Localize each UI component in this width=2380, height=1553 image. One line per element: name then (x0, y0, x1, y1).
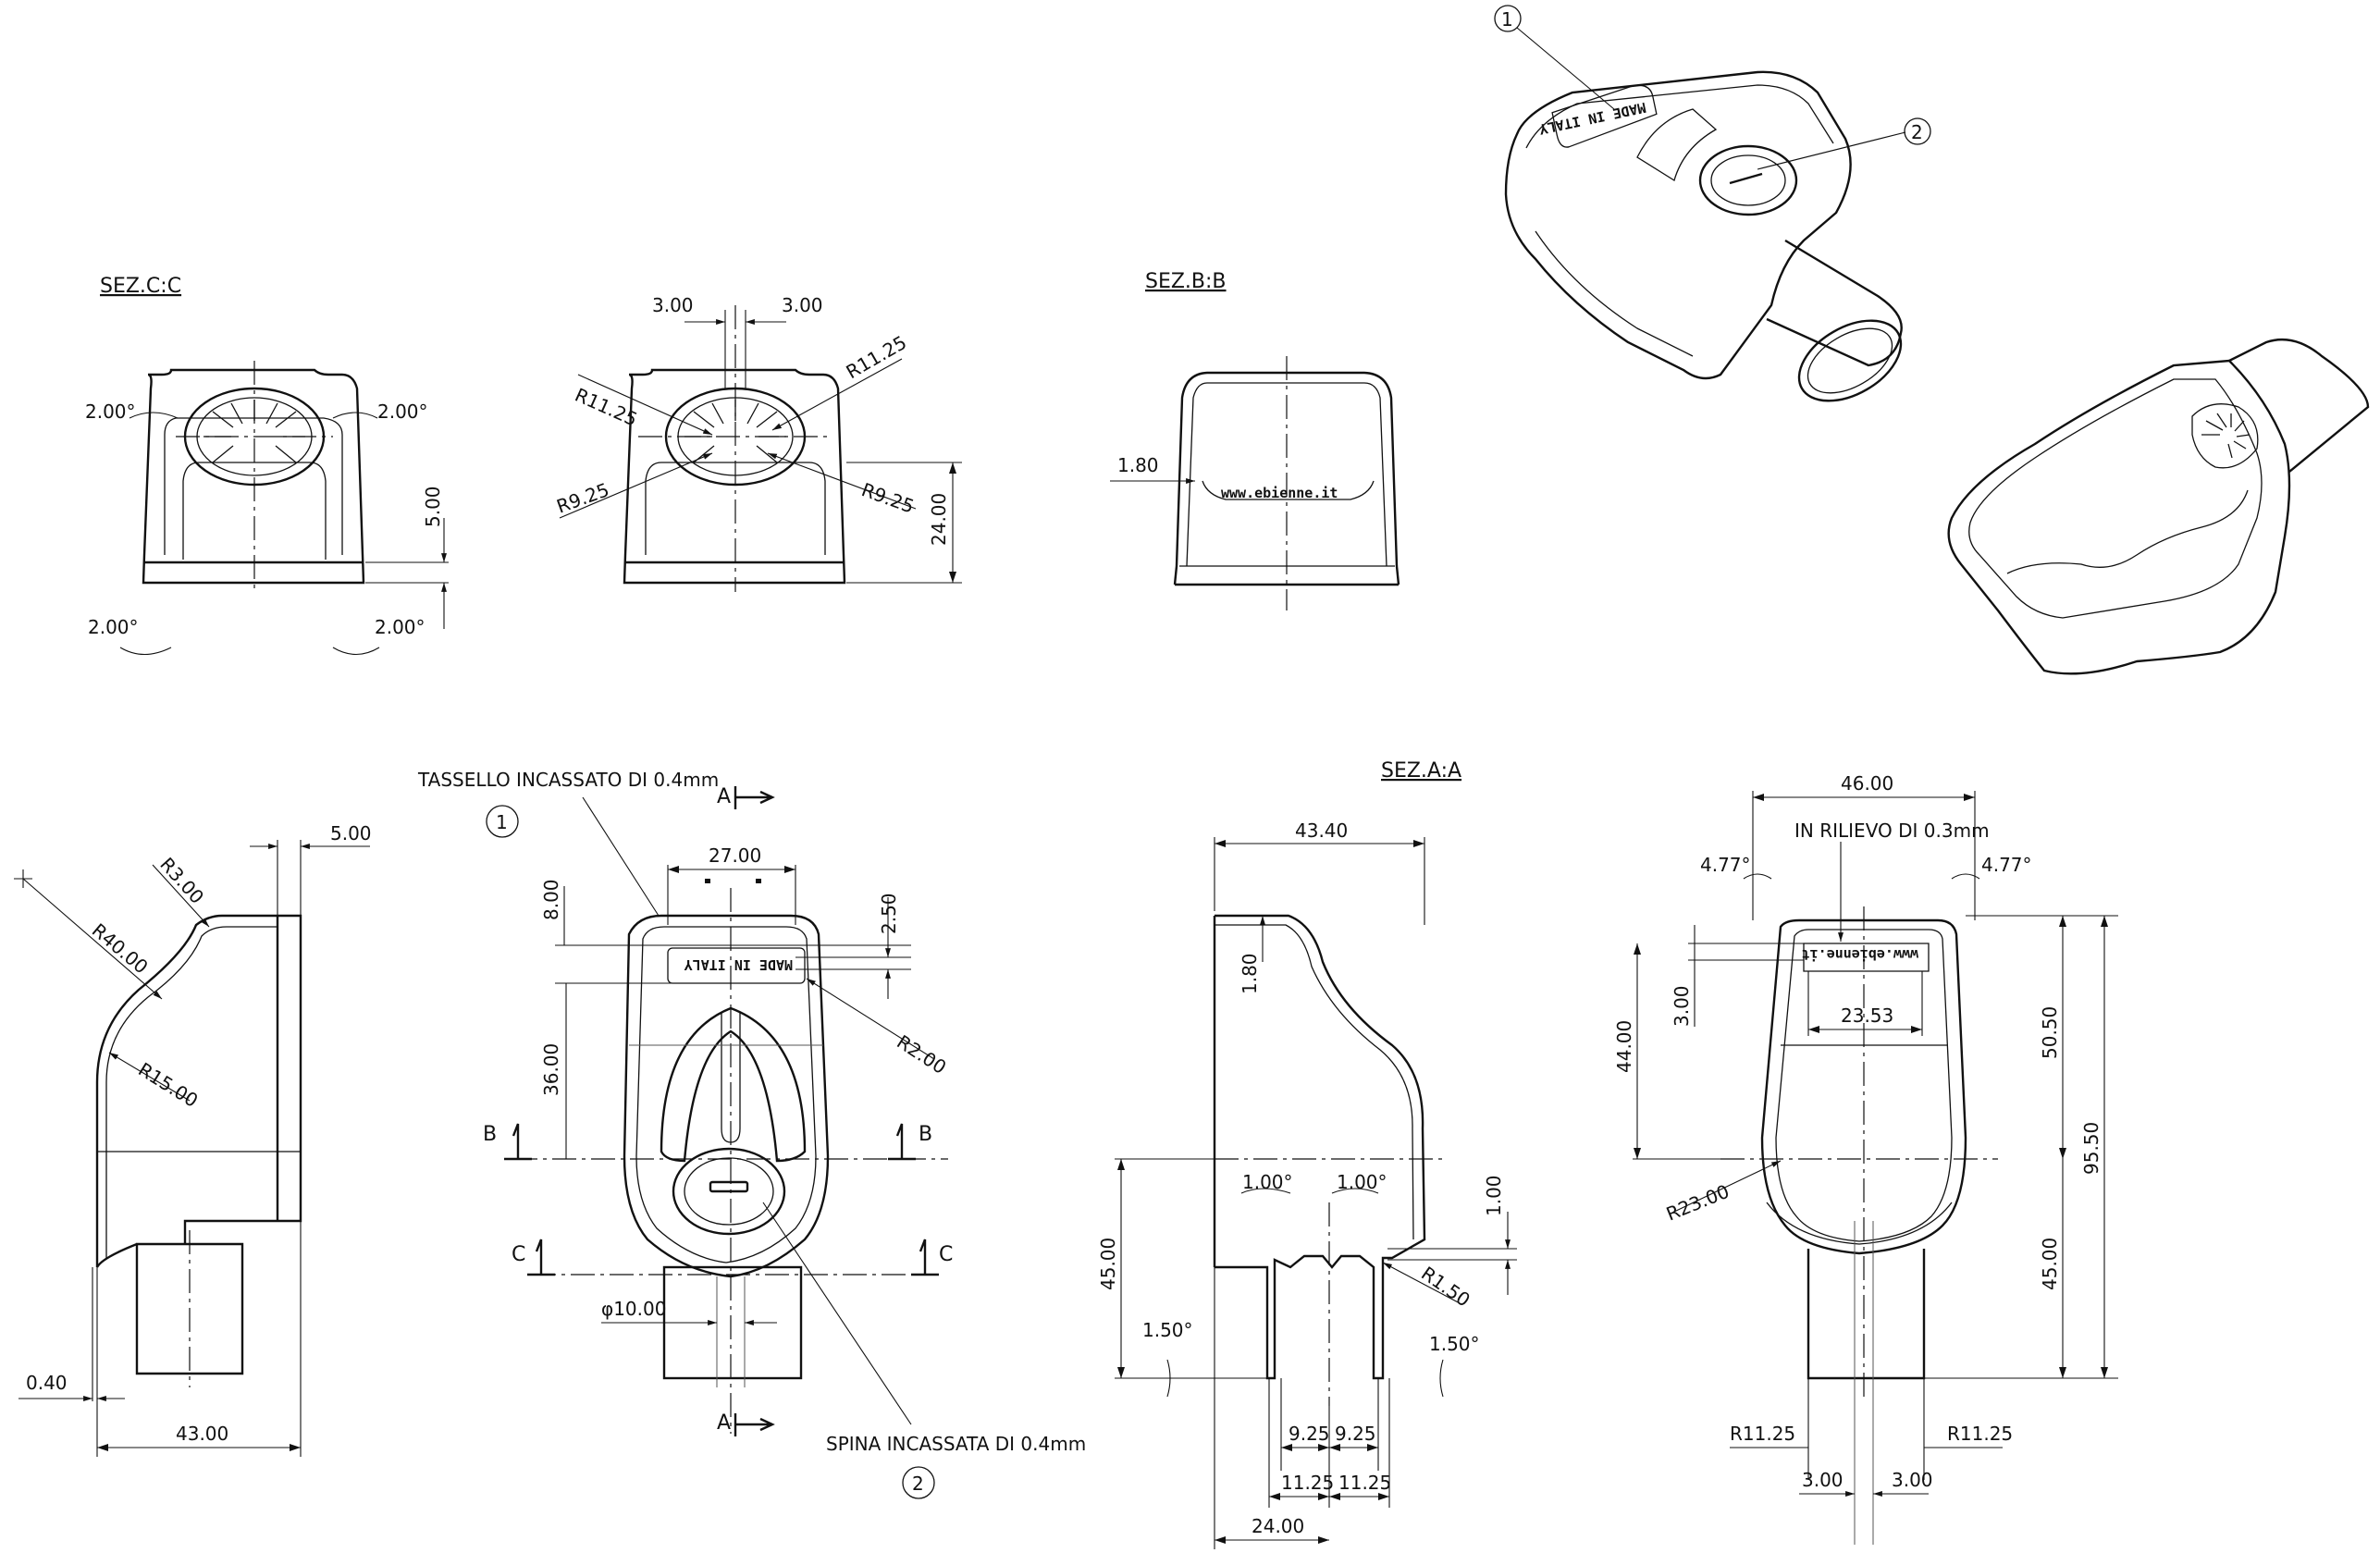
section-aa-view: SEZ.A:A 43.40 1.80 1.00° 1.00° 1.00 R1.5… (1097, 759, 1517, 1549)
dim-sv-r15: R15.00 (134, 1058, 202, 1112)
dim-sv-bottom: 0.40 (26, 1372, 68, 1394)
dim-cc-angle-tr: 2.00° (377, 401, 428, 423)
dim-fv-h2: 2.50 (878, 893, 900, 934)
side-view: 5.00 R3.00 R40.00 R15.00 0.40 43.00 (14, 822, 372, 1457)
dim-aa-radius: R1.50 (1417, 1262, 1474, 1311)
dim-bv-h1: 3.00 (1671, 985, 1693, 1027)
dim-aa-d4: 11.25 (1338, 1472, 1391, 1494)
dim-aa-c: 1.00 (1483, 1175, 1505, 1216)
embossed-website-back: www.ebienne.it (1802, 946, 1918, 963)
dim-v2-width-left: 3.00 (652, 294, 694, 316)
dim-aa-d3: 11.25 (1281, 1472, 1334, 1494)
balloon-2-iso (1904, 117, 1931, 145)
balloon-1-front-label: 1 (496, 811, 508, 833)
section-marker-a-bottom: A (717, 1411, 731, 1435)
dim-bv-angle-2: 4.77° (1981, 854, 2032, 876)
embossed-made-in-italy-iso: MADE IN ITALY (1537, 99, 1647, 138)
dim-bv-r2: R11.25 (1947, 1423, 2013, 1445)
section-marker-c-left: C (512, 1243, 525, 1266)
dim-v2-r4: R9.25 (858, 478, 917, 518)
dim-bv-h3: 50.50 (2039, 1006, 2061, 1059)
isometric-view-cup (1947, 339, 2370, 675)
balloon-1-iso (1494, 5, 1522, 32)
dim-sv-top: 5.00 (330, 822, 372, 844)
dim-bv-angle-1: 4.77° (1700, 854, 1751, 876)
dim-sv-width: 43.00 (176, 1423, 228, 1445)
front-view: TASSELLO INCASSATO DI 0.4mm 1 MADE IN IT… (417, 769, 1086, 1499)
section-bb-view: SEZ.B:B www.ebienne.it 1.80 (1110, 270, 1400, 610)
dim-fv-r2: R2.00 (893, 1030, 950, 1078)
dim-bv-width: 46.00 (1841, 772, 1893, 795)
dim-fv-h1: 8.00 (540, 879, 562, 920)
section-cc-title: SEZ.C:C (100, 275, 181, 298)
section-marker-b-left: B (483, 1123, 497, 1146)
dim-v2-r2: R11.25 (843, 331, 911, 383)
back-view: IN RILIEVO DI 0.3mm www.ebienne.it 46.00… (1613, 772, 2118, 1545)
dim-aa-angle-2: 1.00° (1337, 1171, 1387, 1193)
dim-bv-width-2: 23.53 (1841, 1005, 1893, 1027)
dim-v2-r3: R9.25 (554, 478, 612, 518)
section-aa-title: SEZ.A:A (1381, 759, 1461, 783)
dim-cc-angle-tl: 2.00° (85, 401, 136, 423)
section-marker-b-right: B (919, 1123, 932, 1146)
note-tassello: TASSELLO INCASSATO DI 0.4mm (417, 769, 719, 791)
dim-aa-d1: 9.25 (1289, 1423, 1330, 1445)
dim-aa-height: 45.00 (1097, 1238, 1119, 1290)
dim-bv-h5: 45.00 (2039, 1238, 2061, 1290)
dim-bv-d1: 3.00 (1802, 1469, 1844, 1491)
dim-v2-r1: R11.25 (572, 384, 641, 431)
end-view-radii: 3.00 3.00 R11.25 R11.25 R9.25 R9.25 24.0… (554, 294, 962, 592)
dim-aa-thickness: 1.80 (1239, 953, 1261, 994)
dim-bb-thickness: 1.80 (1117, 454, 1159, 476)
dim-aa-d2: 9.25 (1335, 1423, 1376, 1445)
dim-bv-h2: 44.00 (1613, 1020, 1635, 1073)
dim-cc-angle-bl: 2.00° (88, 616, 139, 638)
dim-aa-angle-1: 1.00° (1242, 1171, 1293, 1193)
balloon-2-iso-label: 2 (1911, 121, 1923, 143)
dim-v2-height: 24.00 (928, 493, 950, 546)
section-bb-title: SEZ.B:B (1145, 270, 1227, 293)
section-marker-c-right: C (939, 1243, 953, 1266)
balloon-1-iso-label: 1 (1501, 8, 1513, 31)
embossed-made-in-italy-front: MADE IN ITALY (684, 956, 793, 973)
dim-sv-r40: R40.00 (88, 918, 153, 978)
section-marker-a-top: A (717, 785, 731, 808)
dim-sv-r3: R3.00 (155, 853, 208, 907)
dim-aa-width: 43.40 (1295, 820, 1348, 842)
dim-bv-r1: R11.25 (1730, 1423, 1795, 1445)
dim-aa-angle-4: 1.50° (1429, 1333, 1480, 1355)
balloon-2-front-label: 2 (912, 1473, 924, 1495)
dim-bv-r23: R23.00 (1663, 1180, 1733, 1226)
dim-cc-height: 5.00 (422, 486, 444, 527)
dim-fv-width: 27.00 (709, 844, 761, 867)
dim-fv-h3: 36.00 (540, 1043, 562, 1096)
note-rilievo: IN RILIEVO DI 0.3mm (1794, 820, 1990, 842)
dim-aa-angle-3: 1.50° (1142, 1319, 1193, 1341)
embossed-website-bb: www.ebienne.it (1221, 485, 1338, 501)
balloon-2-front (902, 1466, 935, 1499)
isometric-view-top: MADE IN ITALY 1 2 (1494, 5, 1931, 402)
dim-cc-angle-br: 2.00° (375, 616, 425, 638)
note-spina: SPINA INCASSATA DI 0.4mm (826, 1433, 1086, 1455)
dim-v2-width-right: 3.00 (782, 294, 823, 316)
dim-bv-h4: 95.50 (2080, 1122, 2103, 1175)
dim-bv-d2: 3.00 (1892, 1469, 1933, 1491)
section-cc-view: SEZ.C:C 5.00 2.00° 2.00° 2.00° 2.00° (85, 275, 449, 656)
dim-fv-diameter: φ10.00 (601, 1298, 666, 1320)
dim-aa-w2: 24.00 (1252, 1515, 1304, 1537)
balloon-1-front (486, 805, 519, 838)
